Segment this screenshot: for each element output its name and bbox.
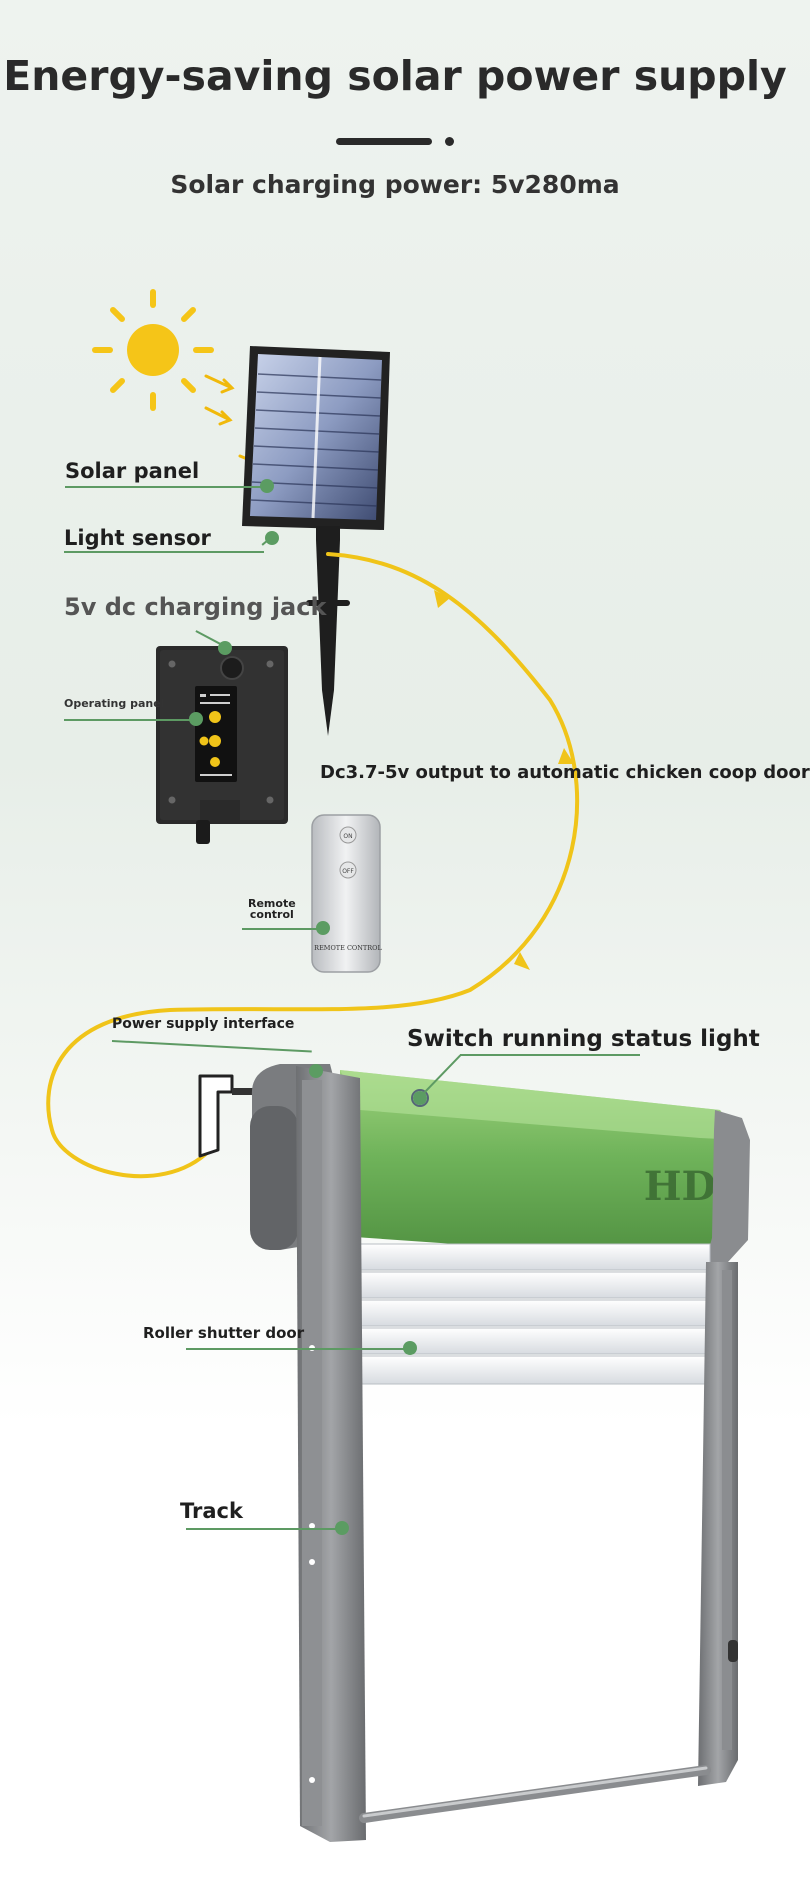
title-divider-dot [445, 137, 454, 146]
roller-door-label: Roller shutter door [143, 1324, 305, 1342]
roller-door-leader [186, 1348, 412, 1350]
power-interface-label: Power supply interface [112, 1016, 295, 1032]
controller-box [156, 646, 288, 844]
status-light-label: Switch running status light [407, 1026, 760, 1052]
solar-panel-device [242, 346, 390, 736]
operating-panel-leader [64, 719, 194, 721]
roller-door-dot [403, 1341, 417, 1355]
solar-panel-leader [65, 486, 267, 488]
title-divider-bar [336, 138, 432, 145]
light-sensor-label: Light sensor [64, 526, 211, 550]
page-title: Energy-saving solar power supply [3, 52, 787, 100]
brand-logo: HD [644, 1163, 716, 1210]
remote-off-label: OFF [342, 868, 354, 875]
track-dot [335, 1521, 349, 1535]
remote-control-dot [316, 921, 330, 935]
remote-control-leader [242, 928, 322, 930]
status-light-leader [460, 1054, 640, 1056]
remote-control: ON OFF REMOTE CONTROL [311, 814, 382, 973]
status-light-dot [413, 1091, 427, 1105]
power-interface-dot [309, 1064, 323, 1078]
remote-label-line1: Remote [248, 897, 296, 910]
remote-label-line2: control [249, 908, 294, 921]
light-sensor-dot [265, 531, 279, 545]
cable-arrows [434, 590, 574, 970]
roller-slats [355, 1243, 711, 1385]
operating-panel-dot [189, 712, 203, 726]
track-leader [186, 1528, 344, 1530]
charging-jack-label: 5v dc charging jack [64, 593, 327, 621]
output-label: Dc3.7-5v output to automatic chicken coo… [320, 762, 810, 783]
solar-panel-dot [260, 479, 274, 493]
remote-brand-text: REMOTE CONTROL [314, 944, 382, 952]
track-label: Track [180, 1499, 243, 1523]
remote-on-label: ON [343, 833, 352, 840]
light-sensor-leader [64, 551, 264, 553]
solar-panel-label: Solar panel [65, 459, 200, 483]
page-subtitle: Solar charging power: 5v280ma [170, 170, 620, 199]
svg-text:HD: HD [644, 1163, 716, 1210]
remote-control-label: Remote control [248, 898, 296, 920]
coop-door-motor: HD [250, 1064, 750, 1842]
product-illustration: ON OFF REMOTE CONTROL HD [46, 289, 750, 1842]
operating-panel-label: Operating panel [64, 697, 165, 710]
charging-jack-dot [218, 641, 232, 655]
power-cable [46, 552, 580, 1179]
